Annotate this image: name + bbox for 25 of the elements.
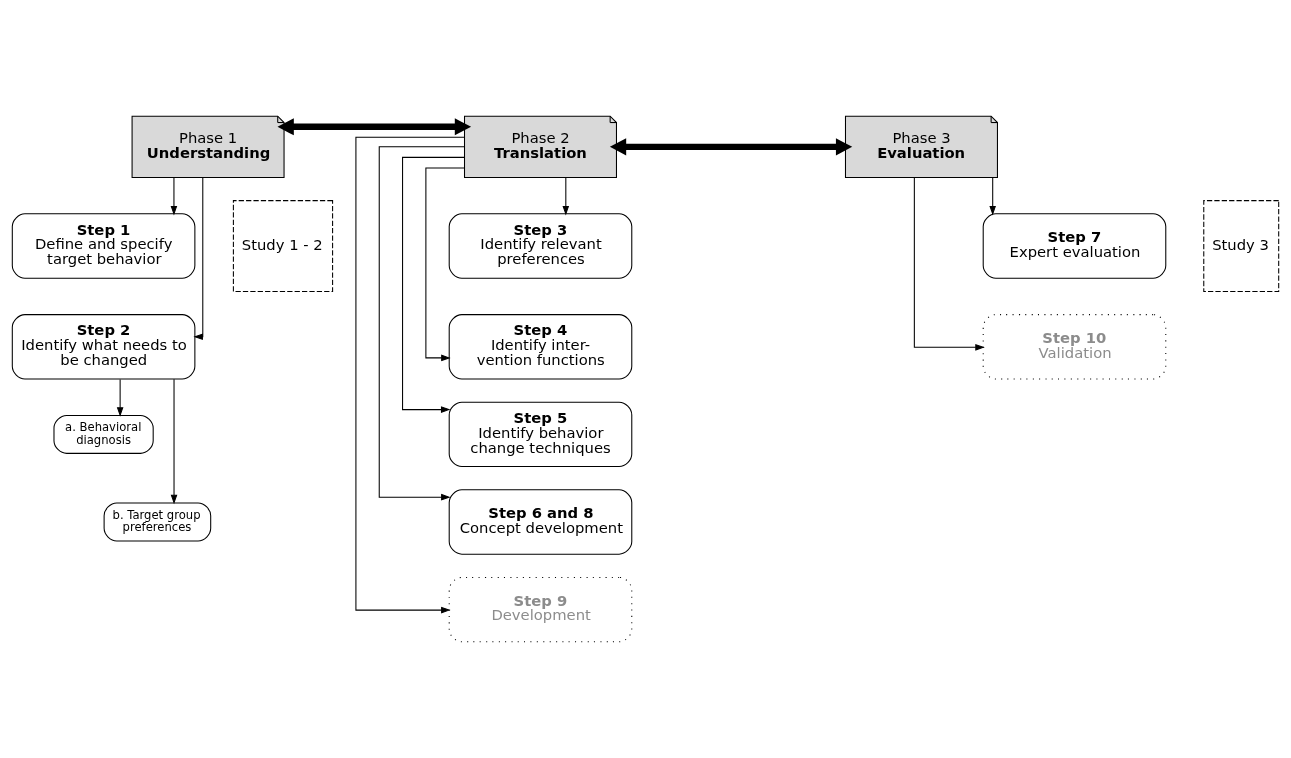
arrow [378,146,465,501]
node-box: Step 2 Identify what needs to be changed [11,314,196,380]
arrow [425,167,465,362]
node-box: Step 9 Development [448,576,633,643]
node-box: Step 5 Identify behavior change techniques [448,401,633,468]
node-box: Study 1 - 2 [232,200,334,292]
arrow [913,177,985,351]
arrow [989,177,997,216]
node-box: Step 6 and 8 Concept development [448,489,633,555]
arrow [562,177,570,216]
node-box: Step 7 Expert evaluation [982,213,1167,279]
node-box: Step 4 Identify inter- vention functions [448,314,633,380]
arrow [116,378,124,417]
node-box: a. Behavioral diagnosis [53,414,154,454]
arrow [193,177,204,341]
arrow [609,138,853,156]
arrow [355,136,465,614]
arrow [170,177,178,216]
node-box: Step 10 Validation [982,314,1167,380]
node-box: Study 3 [1203,200,1280,292]
node-box: b. Target group preferences [103,502,212,542]
arrow [170,378,178,505]
arrow [402,156,465,413]
node-box: Step 3 Identify relevant preferences [448,213,633,279]
node-box: Step 1 Define and specify target behavior [11,213,196,279]
